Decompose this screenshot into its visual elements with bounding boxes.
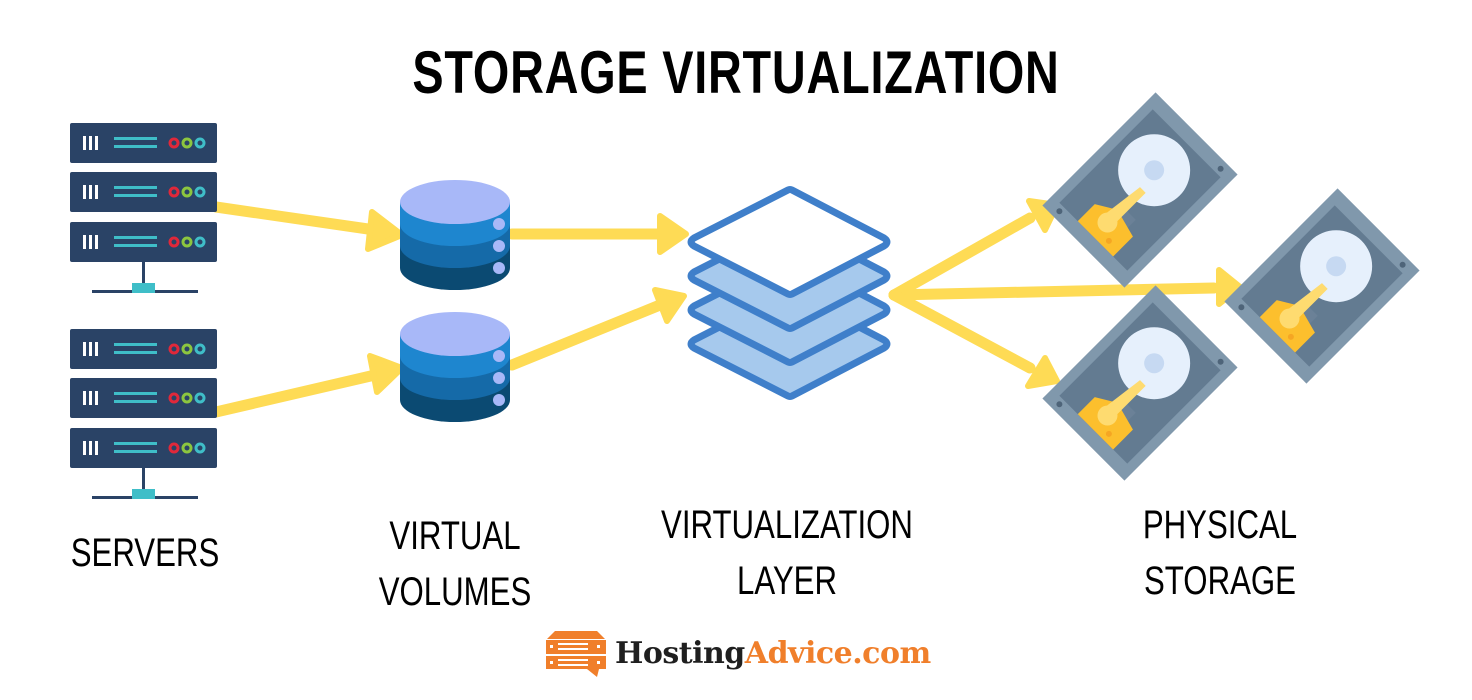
arrow-layer-to-disk3	[888, 289, 1060, 389]
database-cylinder-icon	[400, 180, 510, 290]
server-speech-bubble-icon	[546, 631, 606, 677]
server-unit-icon	[68, 376, 219, 420]
server-group-1	[68, 121, 219, 293]
arrow-server1-to-volume1	[210, 201, 405, 252]
label-virtual-volumes: VIRTUAL VOLUMES	[377, 508, 533, 620]
server-unit-icon	[68, 327, 219, 371]
server-unit-icon	[68, 220, 219, 264]
logo-text-hosting: Hosting	[615, 635, 745, 671]
server-unit-icon	[68, 426, 219, 470]
arrow-layer-to-disk2	[888, 267, 1243, 307]
label-line: STORAGE	[1143, 559, 1297, 603]
hard-disk-icon	[1224, 188, 1420, 384]
server-group-2	[68, 327, 219, 499]
label-physical-storage: PHYSICAL STORAGE	[1119, 497, 1322, 609]
label-line: LAYER	[736, 559, 837, 603]
label-servers: SERVERS	[67, 525, 223, 581]
diagram-title: STORAGE VIRTUALIZATION	[412, 39, 1060, 106]
arrow-server2-to-volume2	[210, 353, 405, 418]
logo-text: HostingAdvice.com	[615, 636, 931, 671]
arrow-layer-to-disk1	[888, 198, 1060, 301]
arrow-volume2-to-layer	[506, 287, 687, 371]
network-connector-icon	[132, 489, 155, 499]
layer-stack-icon	[691, 190, 887, 397]
label-line: VIRTUALIZATION	[661, 503, 913, 547]
arrow-volume1-to-layer	[506, 213, 689, 255]
label-line: VOLUMES	[378, 570, 532, 614]
label-line: VIRTUAL	[389, 514, 521, 558]
logo-text-advice: Advice.com	[744, 635, 931, 671]
server-unit-icon	[68, 121, 219, 165]
hostingadvice-logo[interactable]: HostingAdvice.com	[545, 628, 931, 678]
network-connector-icon	[132, 283, 155, 293]
hard-disk-icon	[1042, 92, 1238, 288]
label-line: PHYSICAL	[1142, 503, 1298, 547]
label-virtualization-layer: VIRTUALIZATION LAYER	[654, 497, 919, 609]
label-servers-text: SERVERS	[70, 531, 220, 575]
database-cylinder-icon	[400, 312, 510, 422]
server-unit-icon	[68, 170, 219, 214]
arrows	[210, 198, 1243, 418]
hard-disk-icon	[1042, 285, 1238, 481]
